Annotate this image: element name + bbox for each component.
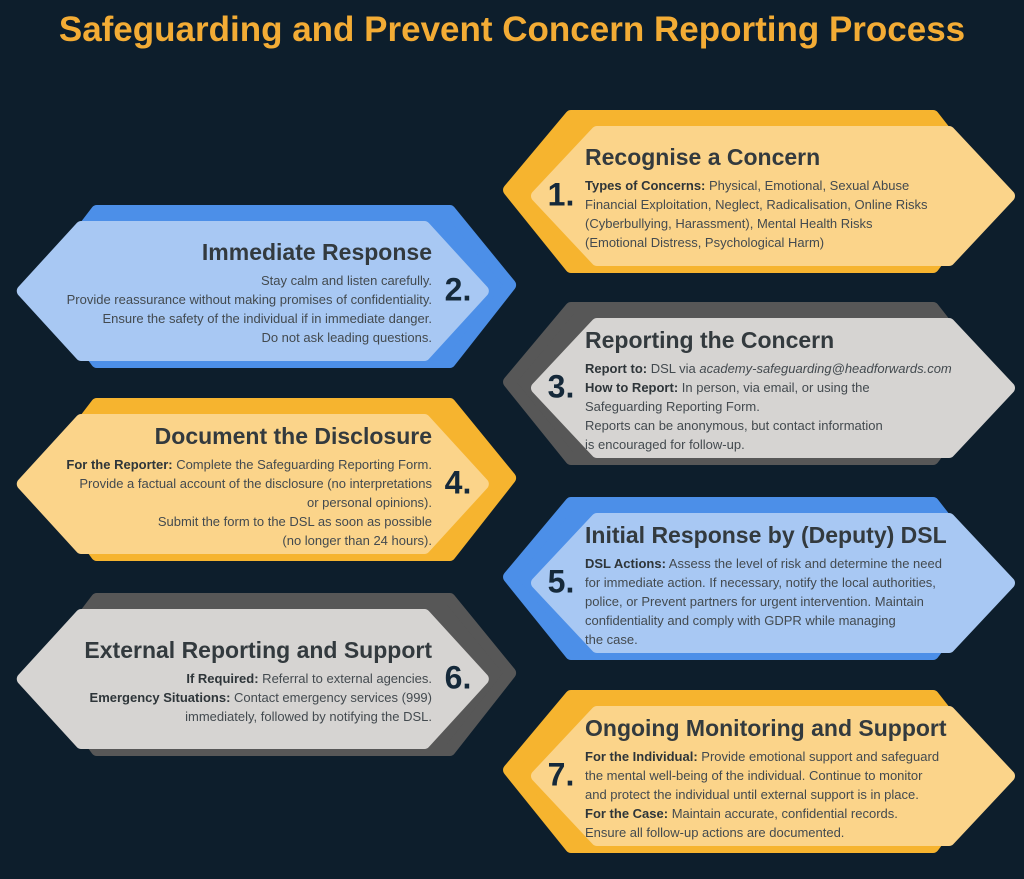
hexagon-front-layer <box>16 221 489 361</box>
step-number: 5. <box>547 563 575 600</box>
step-title: Recognise a Concern <box>585 144 821 170</box>
hexagon-shape <box>503 497 1015 660</box>
hexagon-front-layer <box>16 609 489 749</box>
step-title: External Reporting and Support <box>84 636 432 663</box>
step-content: Immediate Response Stay calm and listen … <box>30 221 432 365</box>
step-number: 3. <box>547 368 575 405</box>
step-content: Document the Disclosure For the Reporter… <box>30 414 432 558</box>
hexagon-shape <box>503 690 1015 853</box>
step-content: Reporting the Concern Report to: DSL via… <box>585 318 1008 462</box>
step-body: Types of Concerns: Physical, Emotional, … <box>585 178 928 250</box>
step-4-document-the-disclosure: 4. Document the Disclosure For the Repor… <box>8 398 522 568</box>
step-title: Ongoing Monitoring and Support <box>585 714 947 741</box>
step-number: 1. <box>547 176 575 213</box>
step-body: For the Reporter: Complete the Safeguard… <box>66 456 432 548</box>
step-6-external-reporting-and-support: 6. External Reporting and Support If Req… <box>8 593 522 763</box>
step-body: For the Individual: Provide emotional su… <box>585 748 940 840</box>
hexagon-shape <box>16 593 517 756</box>
step-content: Initial Response by (Deputy) DSL DSL Act… <box>585 513 1008 657</box>
step-5-initial-response-by-deputy-dsl: 5. Initial Response by (Deputy) DSL DSL … <box>497 497 1024 667</box>
step-content: Ongoing Monitoring and Support For the I… <box>585 706 1008 850</box>
step-title: Document the Disclosure <box>154 422 432 449</box>
hexagon-shape <box>16 398 517 561</box>
step-body: If Required: Referral to external agenci… <box>89 670 432 724</box>
step-7-ongoing-monitoring-and-support: 7. Ongoing Monitoring and Support For th… <box>497 690 1024 860</box>
step-3-reporting-the-concern: 3. Reporting the Concern Report to: DSL … <box>497 302 1024 472</box>
step-title: Immediate Response <box>201 239 432 265</box>
step-title: Initial Response by (Deputy) DSL <box>585 521 947 548</box>
hexagon-front-layer <box>531 126 1015 266</box>
hexagon-front-layer <box>16 414 489 554</box>
step-1-recognise-a-concern: 1. Recognise a Concern Types of Concerns… <box>497 110 1024 280</box>
hexagon-front-layer <box>531 318 1015 458</box>
step-number: 2. <box>444 271 472 308</box>
step-title: Reporting the Concern <box>585 326 835 353</box>
step-content: Recognise a Concern Types of Concerns: P… <box>585 126 1008 270</box>
step-number: 4. <box>444 464 472 501</box>
step-content: External Reporting and Support If Requir… <box>30 609 432 753</box>
hexagon-shape <box>503 110 1015 273</box>
step-body: DSL Actions: Assess the level of risk an… <box>585 555 942 647</box>
hexagon-shape <box>503 302 1015 465</box>
step-2-immediate-response: 2. Immediate Response Stay calm and list… <box>8 205 522 375</box>
hexagon-shape <box>16 205 517 368</box>
step-body: Stay calm and listen carefully.Provide r… <box>66 273 432 345</box>
step-number: 7. <box>547 756 575 793</box>
hexagon-front-layer <box>531 706 1015 846</box>
step-number: 6. <box>444 659 472 696</box>
page-title: Safeguarding and Prevent Concern Reporti… <box>58 10 966 49</box>
step-body: Report to: DSL via academy-safeguarding@… <box>585 360 952 452</box>
hexagon-front-layer <box>531 513 1015 653</box>
